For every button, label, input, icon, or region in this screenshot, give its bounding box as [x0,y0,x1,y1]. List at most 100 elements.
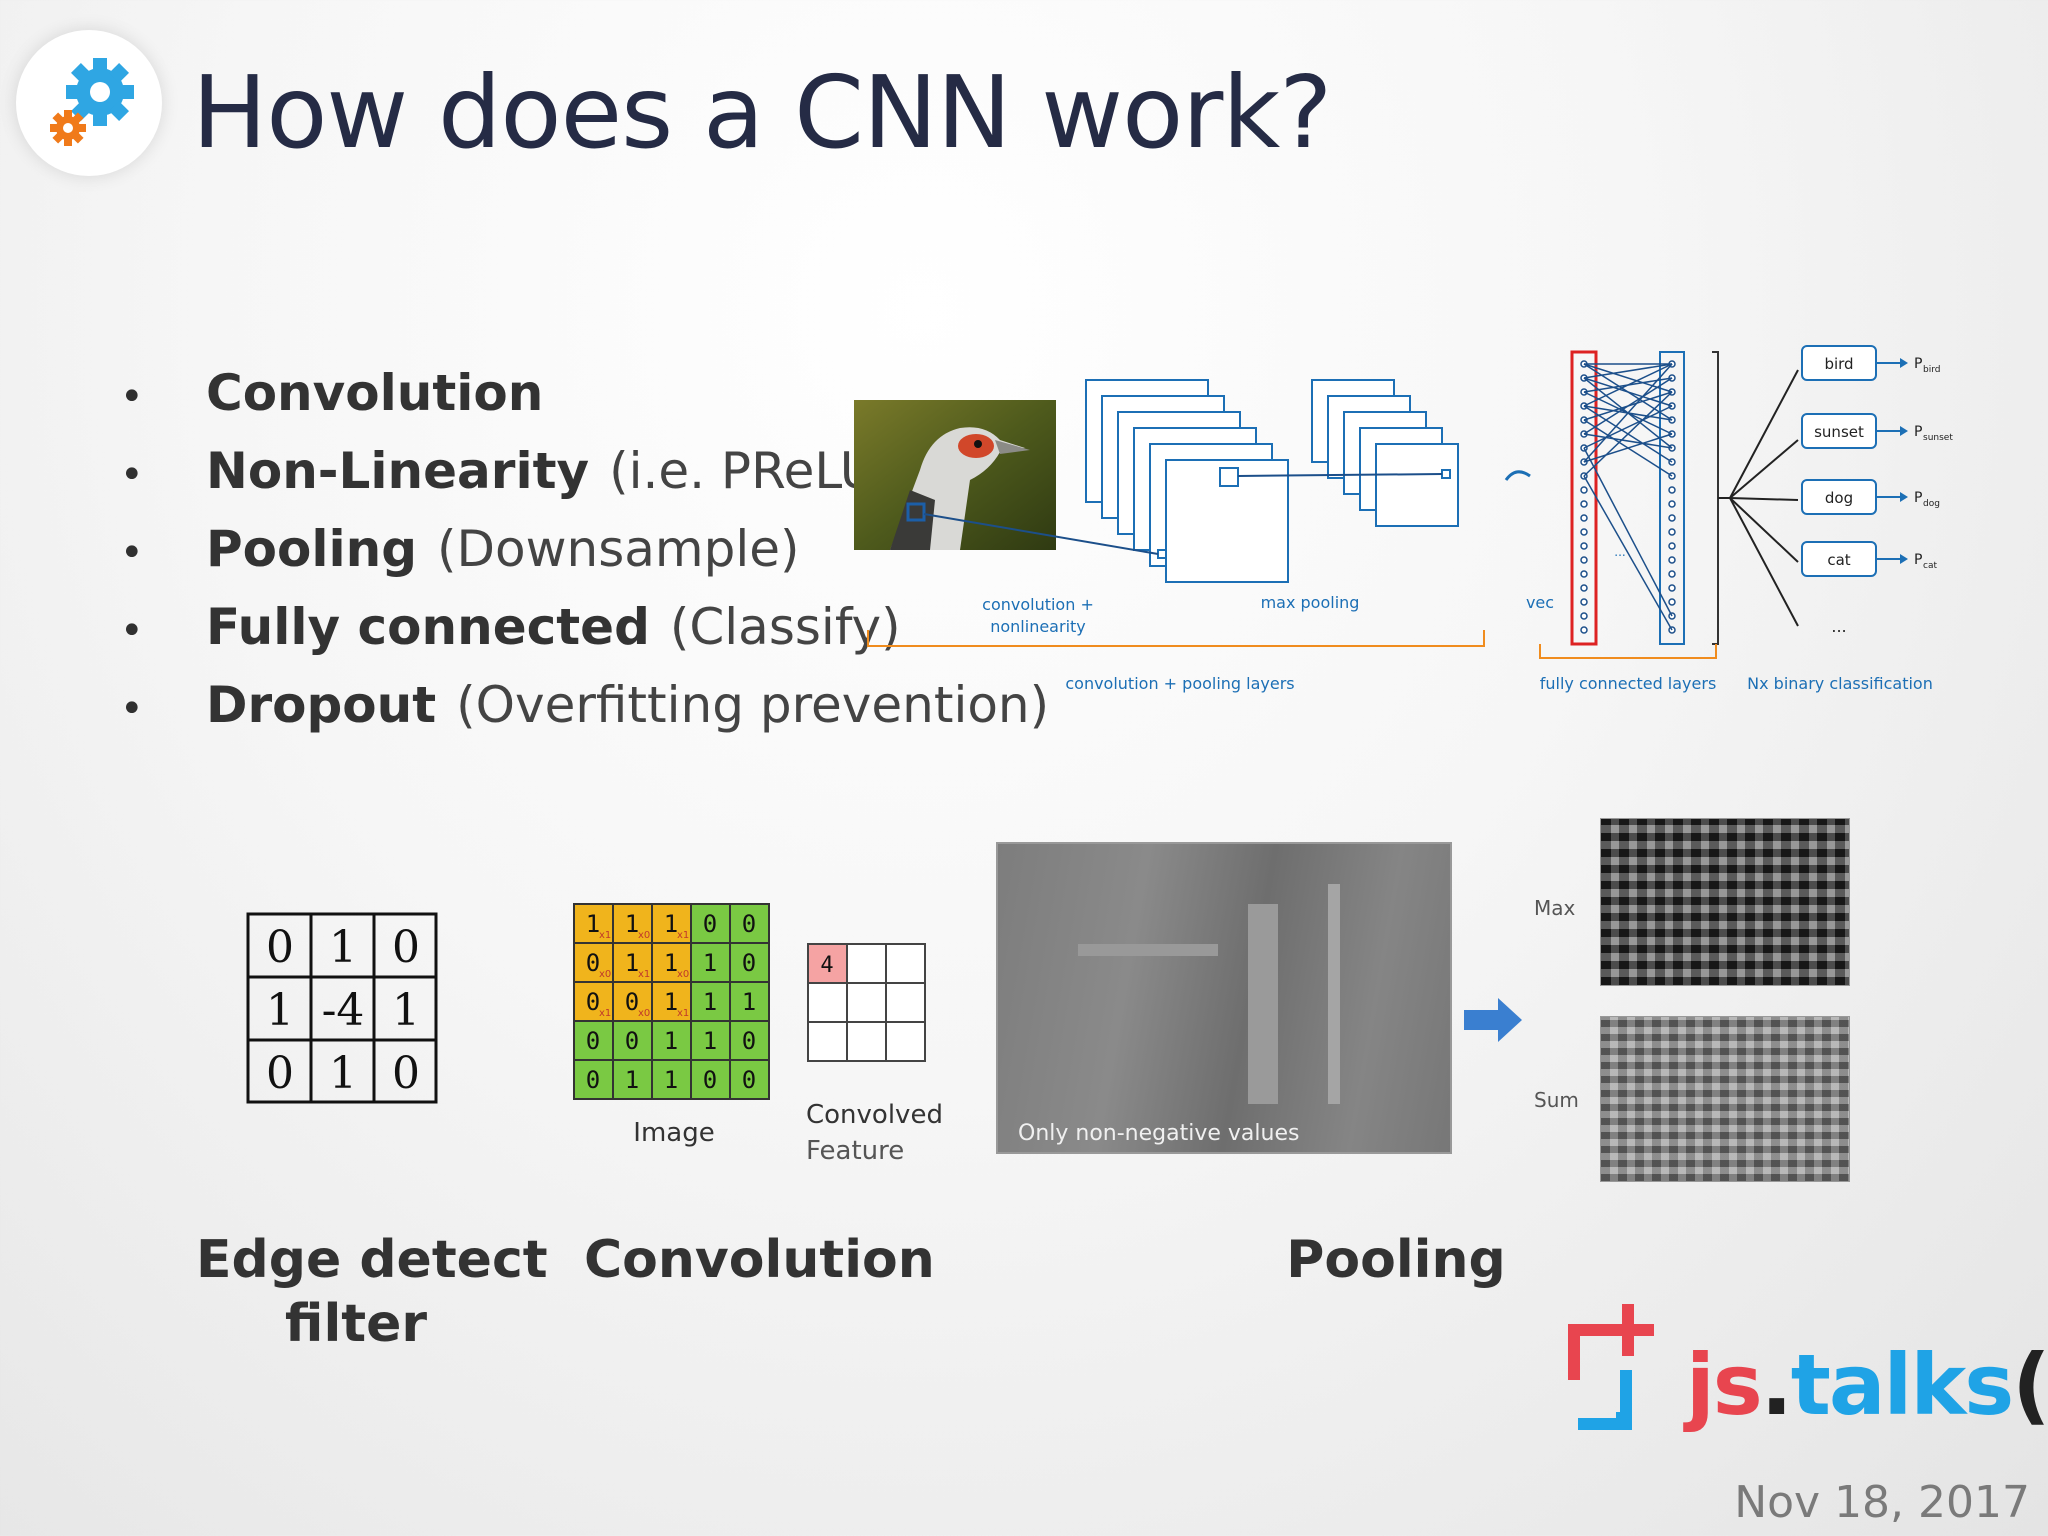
bird-photo [854,400,1056,550]
bullet-item: •Non-Linearity(i.e. PReLU) [120,442,896,500]
right-arrow-icon [1464,998,1522,1042]
svg-text:sunset: sunset [1814,423,1864,441]
filter-cell: -4 [322,985,365,1036]
convolution-label: Convolution [584,1230,935,1290]
svg-text:1: 1 [664,1027,678,1055]
fc-column [1659,351,1685,645]
bullet-normal: (Downsample) [437,520,800,578]
class-box-dog: dog P dog [1801,479,1940,515]
nonlinearity-image: Only non-negative values [996,842,1452,1154]
bullet-bold: Non-Linearity [206,442,590,500]
svg-text:0: 0 [586,1066,600,1094]
jstalks-bracket-icon [1568,1304,1654,1430]
svg-text:0: 0 [742,910,756,938]
class-box-cat: cat P cat [1801,541,1937,577]
edge-filter-matrix: 0 1 0 1 -4 1 0 1 0 [246,912,438,1104]
class-box-sunset: sunset P sunset [1801,413,1953,449]
svg-text:0: 0 [742,949,756,977]
svg-text:P: P [1914,490,1922,506]
sum-pooled-image [1600,1016,1850,1182]
svg-text:0: 0 [625,988,639,1016]
svg-text:x0: x0 [677,969,689,980]
fc-connections [1583,363,1673,631]
conv-pool-layers-label: convolution + pooling layers [1065,674,1294,693]
bullet-item: •Dropout(Overfitting prevention) [120,676,1050,734]
svg-text:x1: x1 [599,930,611,941]
svg-text:P: P [1914,552,1922,568]
conv-label-1: convolution + [982,595,1094,614]
class-ellipsis: ... [1831,617,1846,636]
bullet-normal: (i.e. PReLU) [609,442,896,500]
svg-text:1: 1 [664,1066,678,1094]
logo-badge [16,30,162,176]
max-label: Max [1534,896,1576,920]
edge-filter-label-2: filter [284,1294,428,1354]
bullet-bold: Pooling [206,520,418,578]
gears-icon [50,58,134,146]
filter-cell: 0 [392,922,420,973]
bullet-bold: Fully connected [206,598,650,656]
svg-text:x1: x1 [677,930,689,941]
svg-text:x1: x1 [677,1008,689,1019]
class-box-bird: bird P bird [1801,345,1940,381]
svg-text:bird: bird [1824,355,1853,373]
edge-filter-label-1: Edge detect [196,1230,548,1290]
bullet-bold: Dropout [206,676,437,734]
slide-title: How does a CNN work? [192,54,1332,171]
svg-text:P: P [1914,424,1922,440]
feature-caption-1: Convolved [806,1100,943,1130]
svg-text:P: P [1914,356,1922,372]
sum-label: Sum [1534,1088,1579,1112]
svg-text:x1: x1 [599,1008,611,1019]
pooled-feature-maps [1311,379,1459,527]
svg-text:0: 0 [586,949,600,977]
fc-layers-label: fully connected layers [1540,674,1717,693]
feature-cell: 4 [820,953,833,978]
bullet-normal: (Overfitting prevention) [456,676,1050,734]
svg-text:x0: x0 [638,930,650,941]
filter-cell: 1 [329,922,357,973]
svg-text:x0: x0 [599,969,611,980]
svg-text:0: 0 [742,1027,756,1055]
svg-text:1: 1 [625,949,639,977]
cnn-architecture-diagram: ... bird P bird sunset P sunset dog P do… [854,345,1953,693]
svg-text:0: 0 [703,1066,717,1094]
classification-arrows [1718,369,1799,627]
svg-text:1: 1 [625,1066,639,1094]
svg-text:1: 1 [742,988,756,1016]
svg-text:x0: x0 [638,1008,650,1019]
svg-text:sunset: sunset [1923,433,1953,443]
pooling-label: Pooling [1286,1230,1506,1290]
svg-text:cat: cat [1827,551,1850,569]
svg-text:1: 1 [664,949,678,977]
svg-text:dog: dog [1825,489,1853,507]
svg-text:0: 0 [586,1027,600,1055]
bullet-bold: Convolution [206,364,544,422]
filter-cell: 0 [266,922,294,973]
bullet-item: •Convolution [120,364,544,422]
bullet-item: •Pooling(Downsample) [120,520,800,578]
svg-text:1: 1 [625,910,639,938]
date-label: Nov 18, 2017 [1734,1477,2030,1528]
bullet-list: •Convolution •Non-Linearity(i.e. PReLU) … [120,364,1050,754]
svg-text:0: 0 [742,1066,756,1094]
svg-text:0: 0 [586,988,600,1016]
max-pooling-label: max pooling [1261,593,1360,612]
svg-text:bird: bird [1923,365,1940,375]
conv-label-2: nonlinearity [990,617,1086,636]
filter-cell: 1 [392,985,420,1036]
svg-text:x1: x1 [638,969,650,980]
fc-bracket [1539,644,1717,659]
svg-text:1: 1 [664,988,678,1016]
fc-ellipsis: ... [1614,545,1625,559]
filter-cell: 1 [266,985,294,1036]
svg-text:1: 1 [703,1027,717,1055]
image-caption: Image [633,1118,715,1148]
max-pooled-image [1600,818,1850,986]
svg-text:1: 1 [703,988,717,1016]
jstalks-wordmark: js.talks(); [1686,1336,2048,1434]
svg-text:0: 0 [703,910,717,938]
filter-cell: 0 [392,1048,420,1099]
convolved-feature-grid: 4 [807,943,926,1062]
